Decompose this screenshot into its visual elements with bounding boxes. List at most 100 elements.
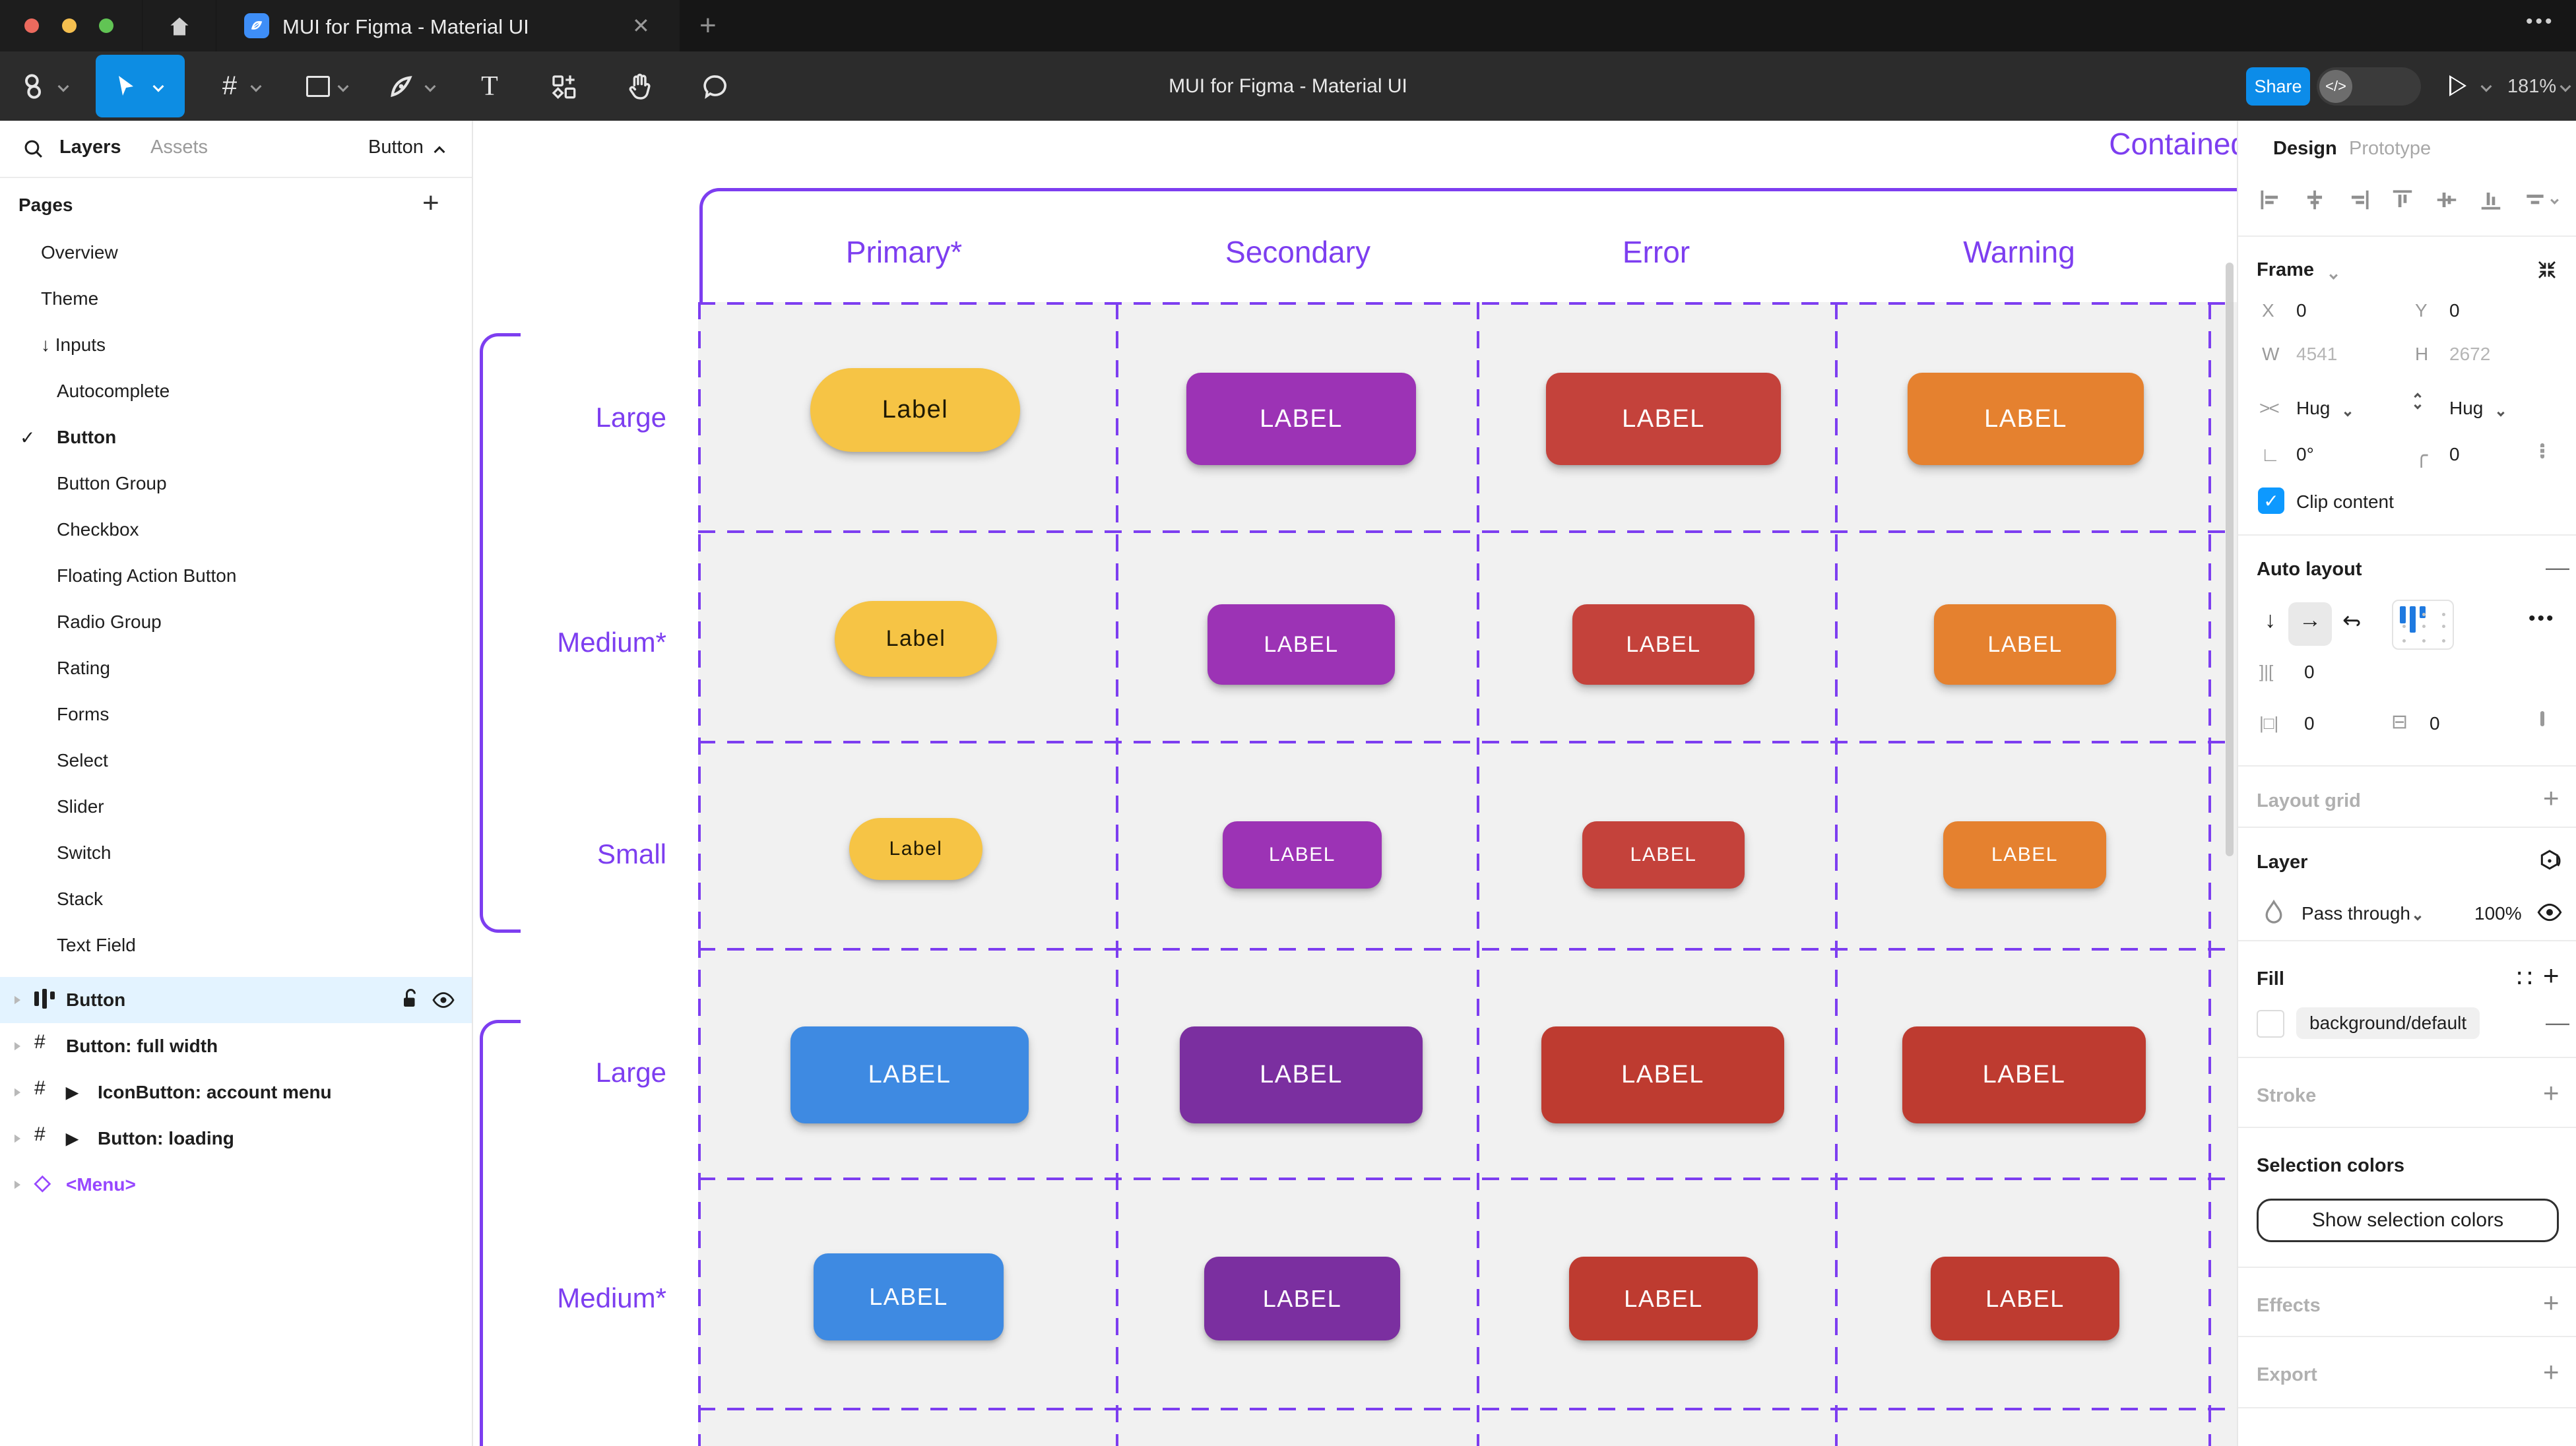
new-tab-button[interactable]: + (699, 9, 717, 42)
auto-layout-header[interactable]: Auto layout (2257, 559, 2362, 580)
wrap-icon[interactable]: ↩ (2342, 608, 2362, 633)
add-page-button[interactable]: + (422, 187, 439, 219)
alignment-grid[interactable] (2392, 600, 2454, 650)
zoom-chevron-icon[interactable] (2558, 51, 2573, 121)
page-item-button-group[interactable]: Button Group (0, 460, 472, 507)
w-value[interactable]: 4541 (2296, 344, 2338, 364)
layer-row-button-loading[interactable]: #▶Button: loading (0, 1116, 472, 1162)
page-item-text-field[interactable]: Text Field (0, 922, 472, 968)
file-tab[interactable]: MUI for Figma - Material UI ✕ (216, 0, 680, 51)
text-tool-icon[interactable]: T (481, 71, 498, 102)
y-value[interactable]: 0 (2449, 300, 2460, 321)
add-layout-grid-icon[interactable]: + (2543, 782, 2560, 813)
corner-radius-value[interactable]: 0 (2449, 444, 2460, 464)
page-item-select[interactable]: Select (0, 738, 472, 784)
clip-content-checkbox[interactable]: ✓ (2258, 487, 2284, 514)
canvas-button[interactable]: LABEL (1208, 604, 1395, 685)
blend-mode-value[interactable]: Pass through (2302, 903, 2410, 924)
page-item-theme[interactable]: Theme (0, 276, 472, 322)
opacity-value[interactable]: 100% (2474, 903, 2522, 924)
layer-row--menu-[interactable]: ◇<Menu> (0, 1162, 472, 1208)
zoom-window-button[interactable] (99, 18, 113, 33)
main-menu-icon[interactable] (13, 51, 53, 121)
remove-auto-layout-icon[interactable]: — (2546, 553, 2569, 581)
page-item-autocomplete[interactable]: Autocomplete (0, 368, 472, 414)
page-item-switch[interactable]: Switch (0, 830, 472, 876)
pen-tool-icon[interactable] (381, 51, 421, 121)
present-chevron-icon[interactable] (2478, 51, 2494, 121)
disclosure-chevron-icon[interactable] (14, 1134, 21, 1143)
remove-fill-icon[interactable]: — (2546, 1009, 2569, 1036)
shrink-frame-icon[interactable] (2535, 258, 2559, 282)
canvas-button[interactable]: LABEL (1569, 1257, 1758, 1340)
page-item-forms[interactable]: Forms (0, 691, 472, 738)
actions-tool-icon[interactable] (542, 51, 585, 121)
visibility-eye-icon[interactable] (432, 988, 455, 1012)
present-play-icon[interactable] (2449, 75, 2466, 96)
blend-mode-icon[interactable] (2536, 848, 2563, 874)
add-fill-icon[interactable]: + (2543, 960, 2560, 991)
fill-styles-icon[interactable]: ∷ (2517, 965, 2533, 993)
horizontal-padding-value[interactable]: 0 (2304, 713, 2315, 734)
hug-v-chevron-icon[interactable] (2497, 407, 2505, 419)
share-button[interactable]: Share (2246, 67, 2310, 106)
layout-grid-header[interactable]: Layout grid (2257, 790, 2361, 811)
canvas-button[interactable]: LABEL (790, 1026, 1029, 1123)
h-value[interactable]: 2672 (2449, 344, 2491, 364)
blend-mode-chevron-icon[interactable] (2414, 911, 2422, 923)
align-top-icon[interactable] (2390, 187, 2415, 212)
canvas-button[interactable]: Label (849, 818, 982, 880)
shape-tool-chevron-icon[interactable] (335, 51, 351, 121)
page-item-button[interactable]: ✓Button (0, 414, 472, 460)
align-horizontal-center-icon[interactable] (2302, 187, 2327, 212)
canvas-button[interactable]: Label (835, 601, 997, 677)
canvas-button[interactable]: LABEL (1902, 1026, 2146, 1123)
layer-visibility-eye-icon[interactable] (2536, 899, 2563, 926)
layer-row-iconbutton-account-menu[interactable]: #▶IconButton: account menu (0, 1069, 472, 1116)
show-selection-colors-button[interactable]: Show selection colors (2257, 1199, 2559, 1242)
tab-close-icon[interactable]: ✕ (632, 14, 650, 38)
hug-horizontal-value[interactable]: Hug (2296, 398, 2331, 418)
home-tab[interactable] (143, 0, 216, 51)
canvas-button[interactable]: LABEL (1204, 1257, 1400, 1340)
fill-color-swatch[interactable] (2257, 1010, 2284, 1038)
canvas-button[interactable]: LABEL (1572, 604, 1755, 685)
hug-h-chevron-icon[interactable] (2344, 407, 2352, 419)
direction-down-icon[interactable]: ↓ (2265, 608, 2276, 633)
x-value[interactable]: 0 (2296, 300, 2307, 321)
frame-section-header[interactable]: Frame (2257, 259, 2315, 280)
tab-design[interactable]: Design (2273, 138, 2337, 159)
window-more-icon[interactable]: ••• (2526, 11, 2555, 32)
align-bottom-icon[interactable] (2478, 187, 2503, 212)
main-menu-chevron-icon[interactable] (55, 51, 71, 121)
canvas-button[interactable]: LABEL (1546, 373, 1781, 465)
add-export-icon[interactable]: + (2543, 1356, 2560, 1387)
vertical-padding-value[interactable]: 0 (2430, 713, 2440, 734)
canvas-button[interactable]: LABEL (1186, 373, 1416, 465)
shape-tool-icon[interactable] (298, 51, 338, 121)
individual-padding-icon[interactable] (2540, 711, 2544, 726)
unlock-icon[interactable] (400, 988, 420, 1010)
page-item-stack[interactable]: Stack (0, 876, 472, 922)
page-item-floating-action-button[interactable]: Floating Action Button (0, 553, 472, 599)
page-item-inputs[interactable]: ↓ Inputs (0, 322, 472, 368)
page-item-slider[interactable]: Slider (0, 784, 472, 830)
canvas-button[interactable]: LABEL (1934, 604, 2116, 685)
scope-chevron-up-icon[interactable] (434, 146, 445, 159)
align-left-icon[interactable] (2258, 187, 2283, 212)
frame-tool-icon[interactable]: # (222, 71, 238, 100)
corner-options-icon[interactable] (2540, 443, 2544, 458)
tab-assets[interactable]: Assets (150, 137, 209, 158)
frame-title[interactable]: Contained (2109, 127, 2237, 161)
fill-token-chip[interactable]: background/default (2296, 1007, 2480, 1039)
move-tool-icon[interactable] (106, 51, 145, 121)
disclosure-chevron-icon[interactable] (14, 995, 21, 1005)
tab-layers[interactable]: Layers (59, 137, 121, 158)
search-icon[interactable] (22, 138, 45, 160)
disclosure-chevron-icon[interactable] (14, 1042, 21, 1051)
canvas-button[interactable]: LABEL (1582, 821, 1745, 889)
canvas-button[interactable]: LABEL (1908, 373, 2144, 465)
page-item-overview[interactable]: Overview (0, 230, 472, 276)
align-vertical-center-icon[interactable] (2434, 187, 2459, 212)
